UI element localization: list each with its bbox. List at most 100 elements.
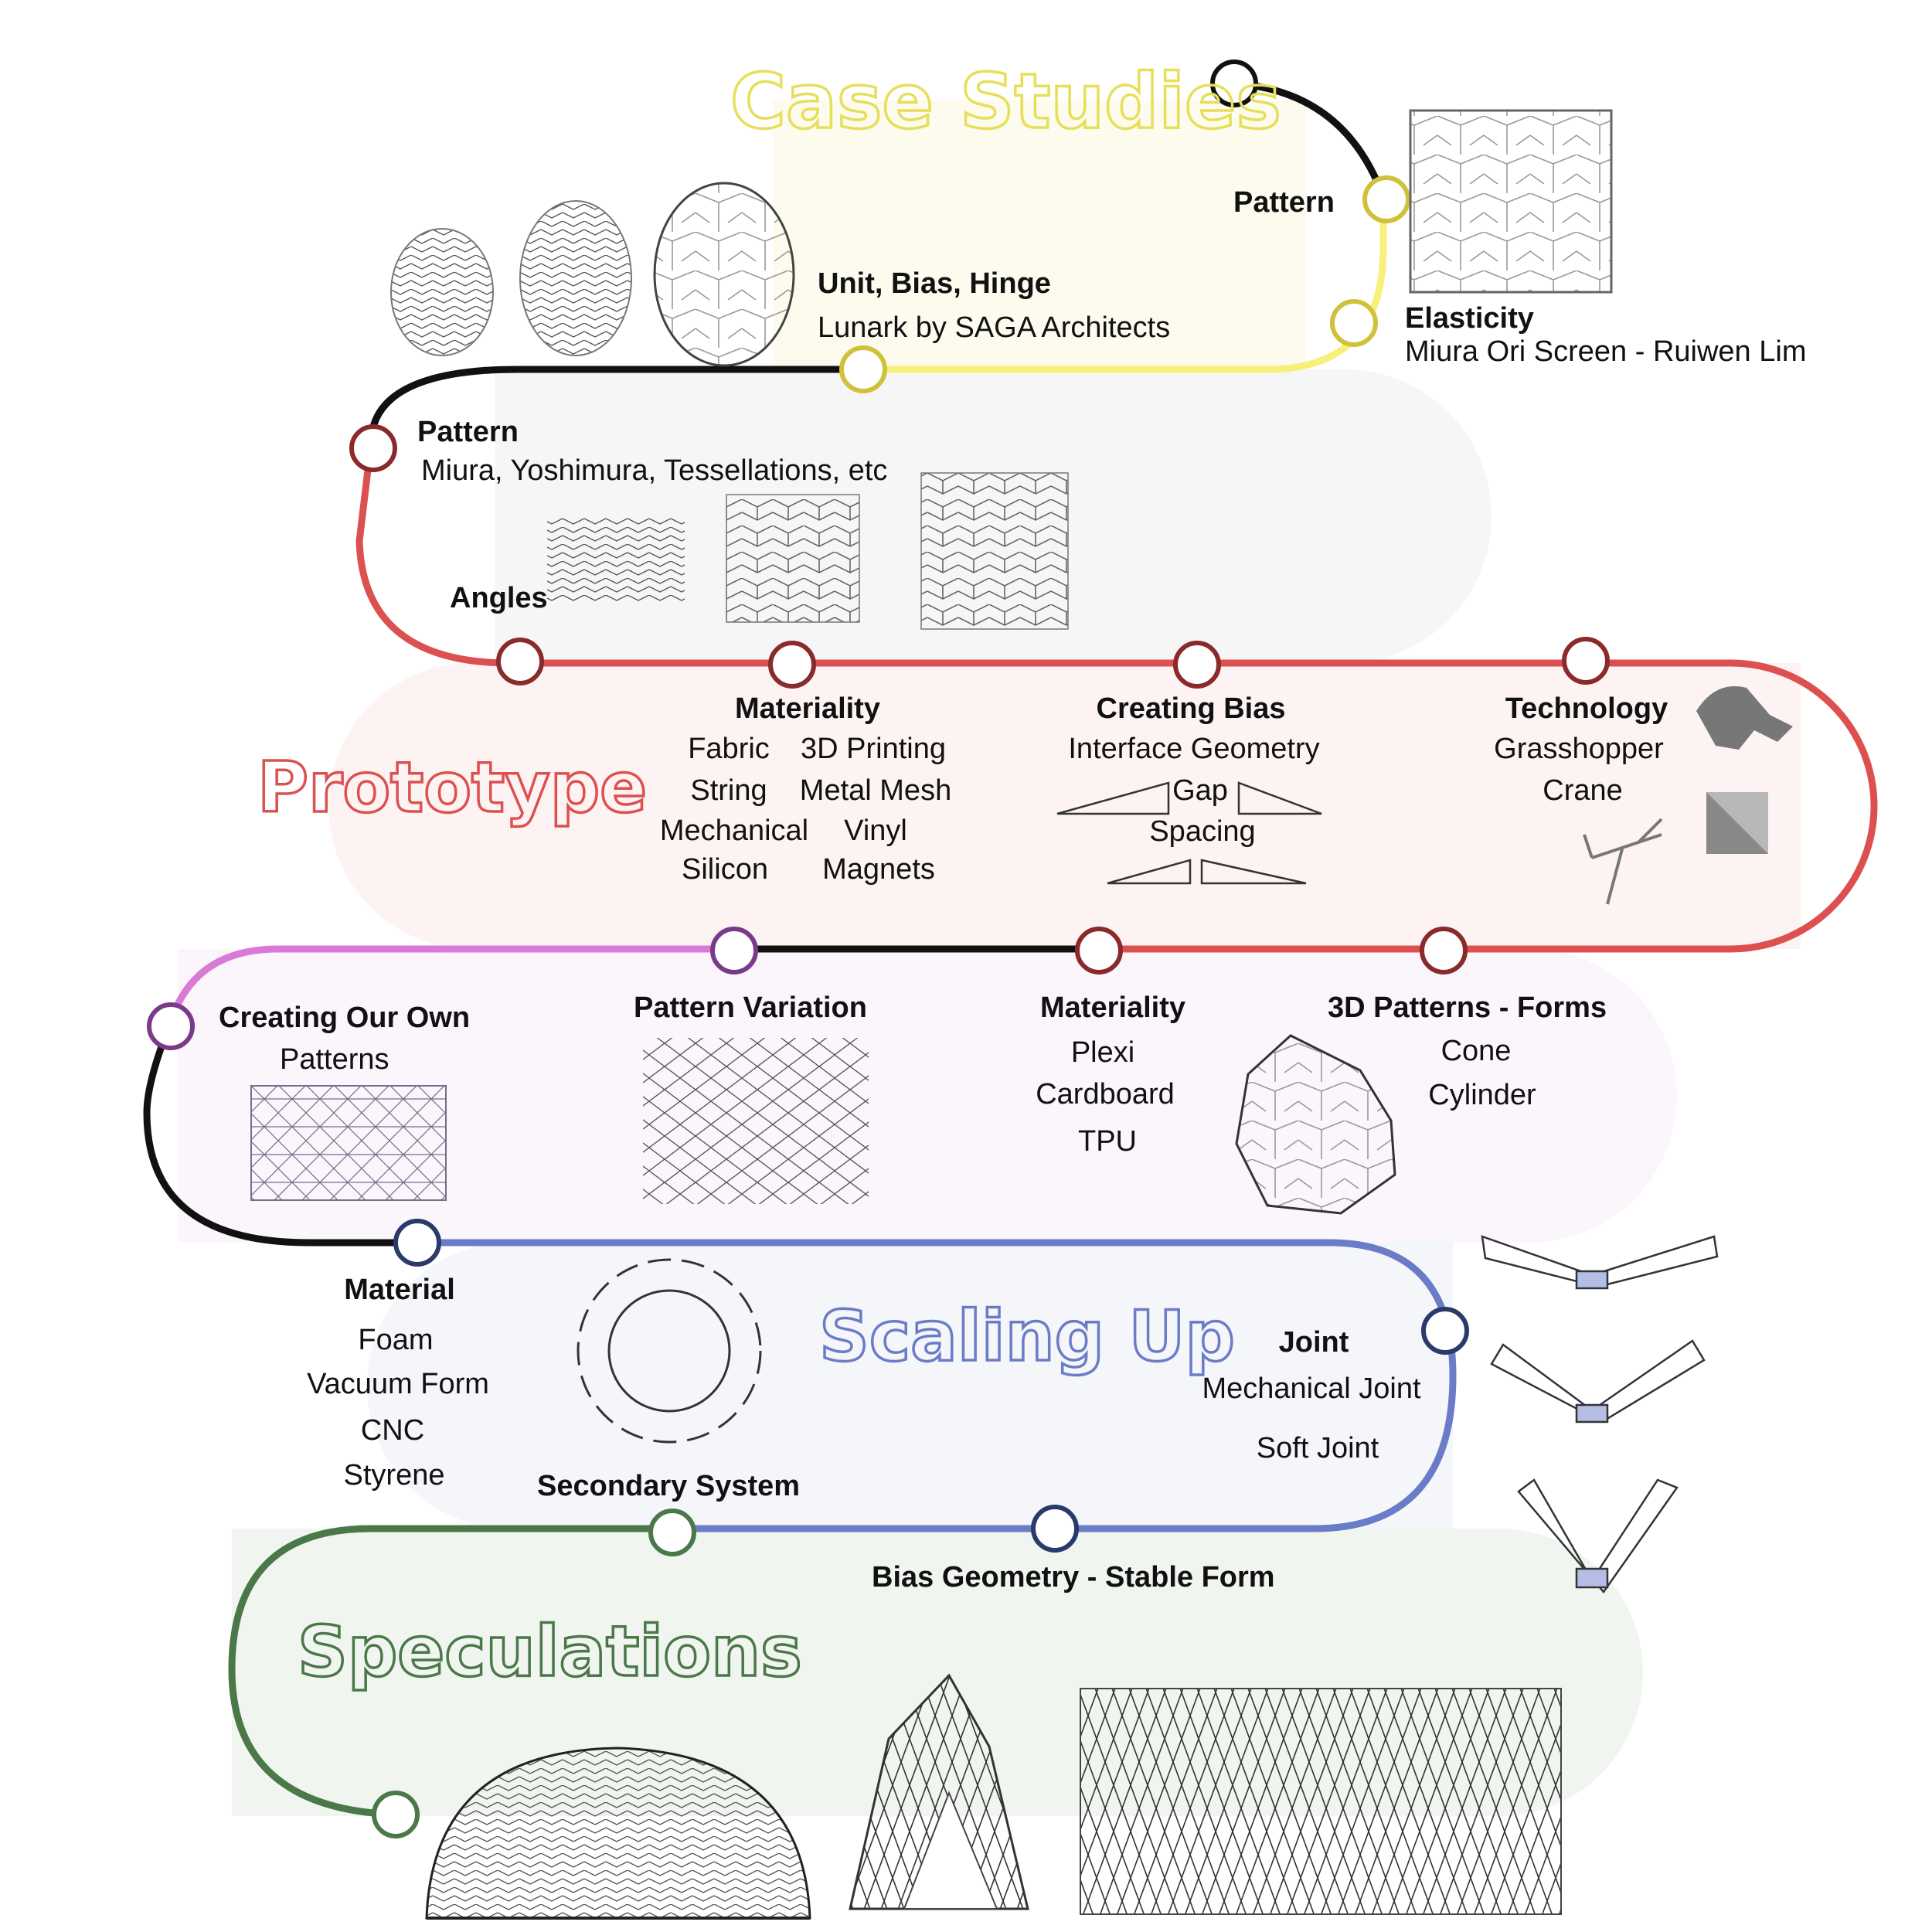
- label-unit-bias-hinge: Unit, Bias, Hinge: [818, 267, 1051, 300]
- joint-diagram-1: [1481, 1235, 1719, 1290]
- materiality-fabric: Fabric: [688, 733, 770, 765]
- grasshopper-icon: [1583, 818, 1663, 905]
- material-vacuum-form: Vacuum Form: [307, 1368, 489, 1400]
- label-materiality: Materiality: [735, 692, 880, 725]
- label-bias-geometry: Bias Geometry - Stable Form: [872, 1561, 1275, 1594]
- facade-render-image: [1080, 1688, 1562, 1915]
- station-pattern-miura: [349, 424, 397, 472]
- route-red-loop: [355, 440, 1878, 953]
- materiality-string: String: [690, 774, 767, 807]
- tech-crane: Crane: [1543, 774, 1623, 807]
- lunark-egg-large: [653, 182, 795, 367]
- label-patterns: Patterns: [280, 1043, 389, 1076]
- label-pattern-types: Miura, Yoshimura, Tessellations, etc: [421, 454, 888, 487]
- station-materiality-2: [1075, 927, 1123, 975]
- materiality-mechanical: Mechanical: [659, 815, 809, 847]
- fold-pattern-3: [920, 472, 1069, 630]
- title-scaling-up: Scaling Up: [819, 1296, 1235, 1377]
- station-material: [393, 1219, 441, 1267]
- station-secondary: [648, 1509, 696, 1556]
- tunnel-pavilion-image: [849, 1673, 1029, 1910]
- bias-wedge-right: [1237, 781, 1322, 815]
- pattern-variation-image: [643, 1038, 869, 1204]
- stations: [147, 60, 1610, 1838]
- route-green: [228, 1525, 676, 1818]
- tech-grasshopper: Grasshopper: [1494, 733, 1664, 765]
- label-joint: Joint: [1278, 1326, 1349, 1359]
- label-angles: Angles: [450, 582, 548, 614]
- section-titles: Case Studies Prototype Scaling Up Specul…: [256, 56, 1282, 1694]
- sketches: [250, 109, 1793, 1920]
- lunark-egg-small: [390, 228, 494, 356]
- form-cylinder: Cylinder: [1428, 1079, 1536, 1111]
- station-technology: [1562, 637, 1610, 685]
- label-materiality-2: Materiality: [1040, 992, 1185, 1024]
- label-pattern: Pattern: [417, 416, 519, 448]
- station-bias-geometry: [1031, 1505, 1079, 1553]
- station-joint: [1421, 1307, 1469, 1355]
- title-case-studies: Case Studies: [730, 58, 1281, 146]
- label-creating-own: Creating Our Own: [219, 1002, 471, 1034]
- label-interface-geometry: Interface Geometry: [1068, 733, 1320, 765]
- label-elasticity: Elasticity: [1405, 302, 1534, 335]
- material-cnc: CNC: [360, 1414, 425, 1447]
- fold-pattern-2: [726, 494, 860, 623]
- label-technology: Technology: [1505, 692, 1668, 725]
- materiality-metal-mesh: Metal Mesh: [799, 774, 952, 807]
- station-unit: [839, 345, 887, 393]
- material-foam: Foam: [358, 1324, 434, 1356]
- 3d-form-image: [1235, 1034, 1396, 1215]
- miura-screen-image: [1409, 109, 1613, 294]
- scaling-band: [367, 1243, 1453, 1529]
- crane-icon: [1706, 792, 1768, 854]
- bias-wedge-left: [1056, 781, 1170, 815]
- station-materiality: [768, 641, 816, 689]
- station-creating-bias: [1173, 641, 1221, 689]
- spacing-wedge-left: [1107, 859, 1192, 885]
- spacing-wedge-right: [1200, 859, 1307, 885]
- secondary-system-image: [577, 1258, 762, 1444]
- case-studies-band: [773, 100, 1306, 369]
- joint-mechanical: Mechanical Joint: [1202, 1372, 1421, 1405]
- materiality-magnets: Magnets: [822, 853, 935, 886]
- label-3d-forms: 3D Patterns - Forms: [1328, 992, 1607, 1024]
- materiality-vinyl: Vinyl: [844, 815, 907, 847]
- station-angles: [496, 638, 544, 685]
- label-gap: Gap: [1172, 774, 1228, 807]
- joint-diagram-2: [1490, 1339, 1706, 1423]
- dome-pavilion-image: [425, 1747, 811, 1920]
- label-material: Material: [344, 1274, 455, 1306]
- fold-pattern-1: [547, 518, 685, 601]
- own-pattern-image: [250, 1085, 447, 1201]
- materiality-3d-printing: 3D Printing: [801, 733, 946, 765]
- title-speculations: Speculations: [298, 1611, 802, 1692]
- joint-soft: Soft Joint: [1256, 1432, 1379, 1464]
- station-3d-forms: [1420, 927, 1468, 975]
- label-miura-screen: Miura Ori Screen - Ruiwen Lim: [1405, 335, 1807, 368]
- form-cone: Cone: [1440, 1035, 1512, 1067]
- joint-diagram-3: [1517, 1478, 1679, 1594]
- station-pattern-variation: [710, 927, 758, 975]
- label-secondary-system: Secondary System: [537, 1470, 801, 1502]
- station-creating-own: [147, 1002, 195, 1050]
- route-blue: [413, 1239, 1457, 1532]
- route-dark-top: [1230, 80, 1387, 201]
- materiality-plexi: Plexi: [1070, 1036, 1135, 1069]
- materiality-cardboard: Cardboard: [1036, 1078, 1175, 1111]
- route-dark-4: [143, 1020, 421, 1247]
- label-pattern-variation: Pattern Variation: [634, 992, 867, 1024]
- title-prototype: Prototype: [257, 747, 647, 828]
- lunark-egg-medium: [519, 200, 632, 356]
- materiality-tpu: TPU: [1078, 1125, 1137, 1158]
- label-pattern-top: Pattern: [1233, 186, 1335, 219]
- label-lunark: Lunark by SAGA Architects: [818, 311, 1171, 344]
- station-speculations: [372, 1791, 420, 1838]
- station-elasticity: [1330, 299, 1378, 347]
- material-styrene: Styrene: [343, 1459, 445, 1492]
- prototype-band: [328, 663, 1801, 949]
- station-start: [1210, 60, 1258, 107]
- materiality-silicon: Silicon: [682, 853, 768, 886]
- label-spacing: Spacing: [1149, 815, 1256, 848]
- label-creating-bias: Creating Bias: [1096, 692, 1286, 725]
